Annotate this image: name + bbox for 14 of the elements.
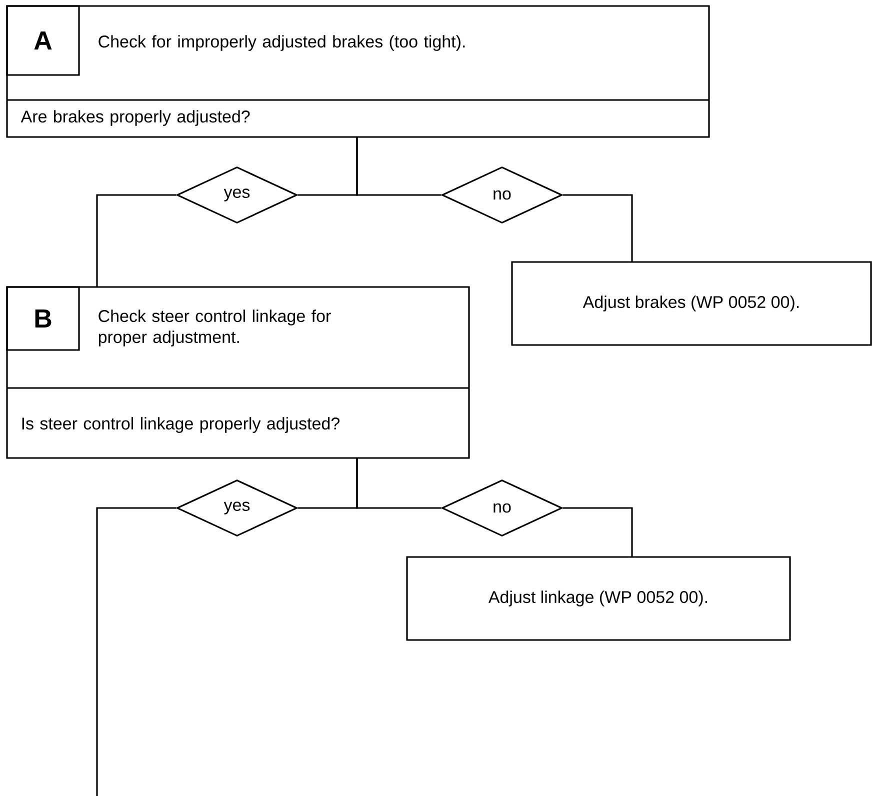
connector-line: [96, 194, 176, 287]
step-letter-box: B: [6, 286, 80, 351]
action-box: Adjust brakes (WP 0052 00).: [511, 261, 872, 346]
step-text: Are brakes properly adjusted?: [20, 110, 250, 126]
connector-line: [356, 458, 442, 509]
step-text: Is steer control linkage properly adjusted?: [22, 417, 340, 433]
connector-line: [562, 194, 633, 262]
action-box: Adjust linkage (WP 0052 00).: [406, 556, 791, 641]
step-text: Check steer control linkage for proper adjustment.: [98, 310, 331, 346]
step-text: Check for improperly adjusted brakes (too tight).: [98, 35, 465, 51]
step-letter-box: A: [6, 5, 80, 76]
connector-line: [562, 507, 633, 557]
connector-line: [96, 507, 176, 796]
connector-line: [356, 137, 442, 196]
